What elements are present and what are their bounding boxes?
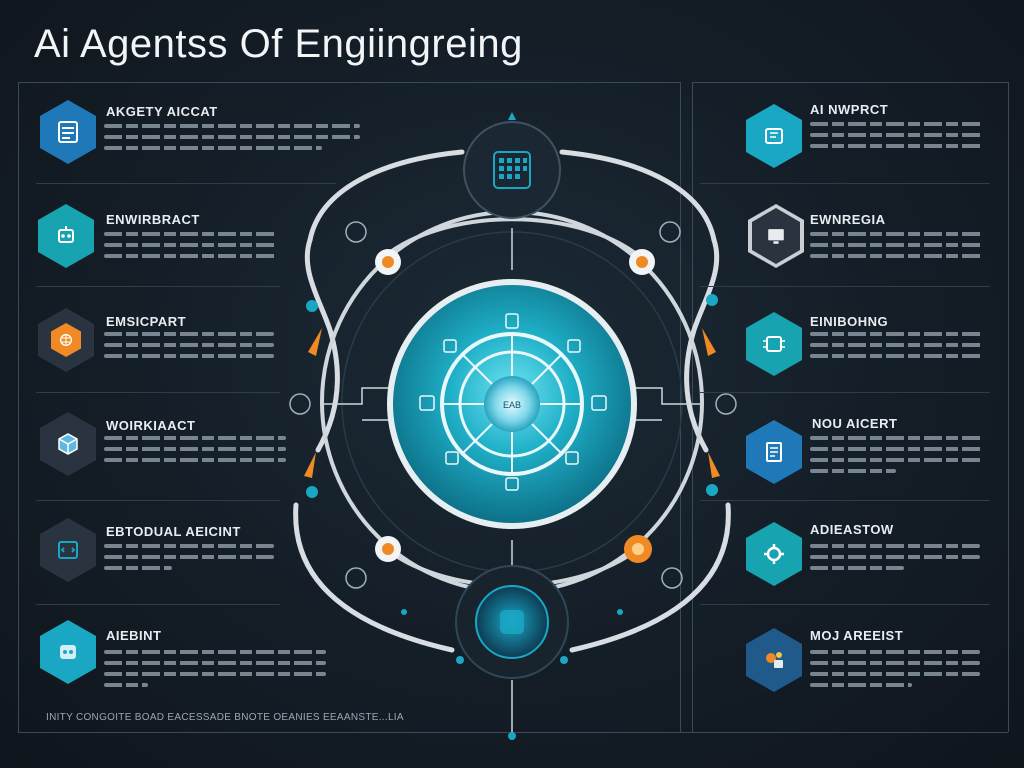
node-bottom-left-dot [382,543,394,555]
left-item-title-1: ENWIRBRACT [106,212,200,227]
hub-spokes [442,334,582,474]
hub-label: EAB [503,400,521,410]
node-bottom-right-dot [632,543,644,555]
right-item-title-5: MOJ AREEIST [810,628,904,643]
right-separator-0 [700,183,990,184]
right-separator-4 [700,604,990,605]
left-separator-0 [36,183,336,184]
left-item-title-0: AKGETY AICCAT [106,104,218,119]
arc-top [376,217,648,264]
network-icon [40,620,96,684]
right-item-desc-3 [810,436,982,480]
frame-top-right [692,82,1008,83]
page-title: Ai Agentss Of Engiingreing [34,22,523,66]
left-separator-4 [36,604,280,605]
left-item-title-2: EMSICPART [106,314,187,329]
accent-arrows [304,294,720,664]
left-item-desc-3 [104,436,286,469]
calendar-grid [499,158,527,179]
calendar-icon [493,151,531,189]
footer-note: INITY CONGOITE BOAD EACESSADE BNOTE OEAN… [46,712,404,723]
right-separator-2 [700,392,990,393]
right-item-desc-1 [810,232,982,265]
loop-right-bottom [569,502,731,653]
bottom-pin-dot [508,732,516,740]
shield-icon [500,610,524,634]
small-icons [289,221,737,589]
ring-icon-l [289,393,311,415]
right-separator-1 [700,286,990,287]
frame-left [18,82,19,732]
loop-right-top [559,149,717,243]
left-item-desc-0 [104,124,360,157]
loop-left-top [307,149,465,243]
ring-icon-r [715,393,737,415]
frame-top-left [18,82,680,83]
right-separator-3 [700,500,990,501]
left-item-desc-4 [104,544,274,577]
right-item-desc-2 [810,332,982,365]
left-item-title-3: WOIRKIAACT [106,418,196,433]
gear-icon [746,522,802,586]
right-item-title-3: NOU AICERT [812,416,898,431]
left-separator-2 [36,392,280,393]
node-top-left-dot [382,256,394,268]
right-item-title-4: ADIEASTOW [810,522,894,537]
left-separator-1 [36,286,280,287]
hub-core [484,376,540,432]
node-top-right-dot [636,256,648,268]
left-item-desc-1 [104,232,276,265]
frame-mid-left [680,82,681,732]
monitor-icon [748,204,804,268]
loop-left-bottom [293,502,455,653]
right-item-desc-5 [810,650,980,694]
left-item-title-5: AIEBINT [106,628,162,643]
loop-right-mid [684,237,720,453]
left-item-title-4: EBTODUAL AEICINT [106,524,241,539]
tools-icon [746,628,802,692]
loop-left-mid [304,237,340,453]
left-item-desc-2 [104,332,274,365]
right-item-desc-0 [810,122,982,155]
left-separator-3 [36,500,280,501]
frame-mid-right [692,82,693,732]
outer-loops [293,149,731,653]
frame-right [1008,82,1009,732]
ring-icon-tr [659,221,681,243]
code-icon [40,518,96,582]
hub-small-icons [419,313,607,491]
left-item-desc-5 [104,650,326,694]
top-arrow-icon [508,112,516,120]
ring-icon-br [661,567,683,589]
ring-icon-tl [345,221,367,243]
right-item-title-1: EWNREGIA [810,212,886,227]
right-item-title-2: EINIBOHNG [810,314,889,329]
right-item-title-0: AI NWPRCT [810,102,889,117]
ring-icon-bl [345,567,367,589]
right-item-desc-4 [810,544,980,577]
